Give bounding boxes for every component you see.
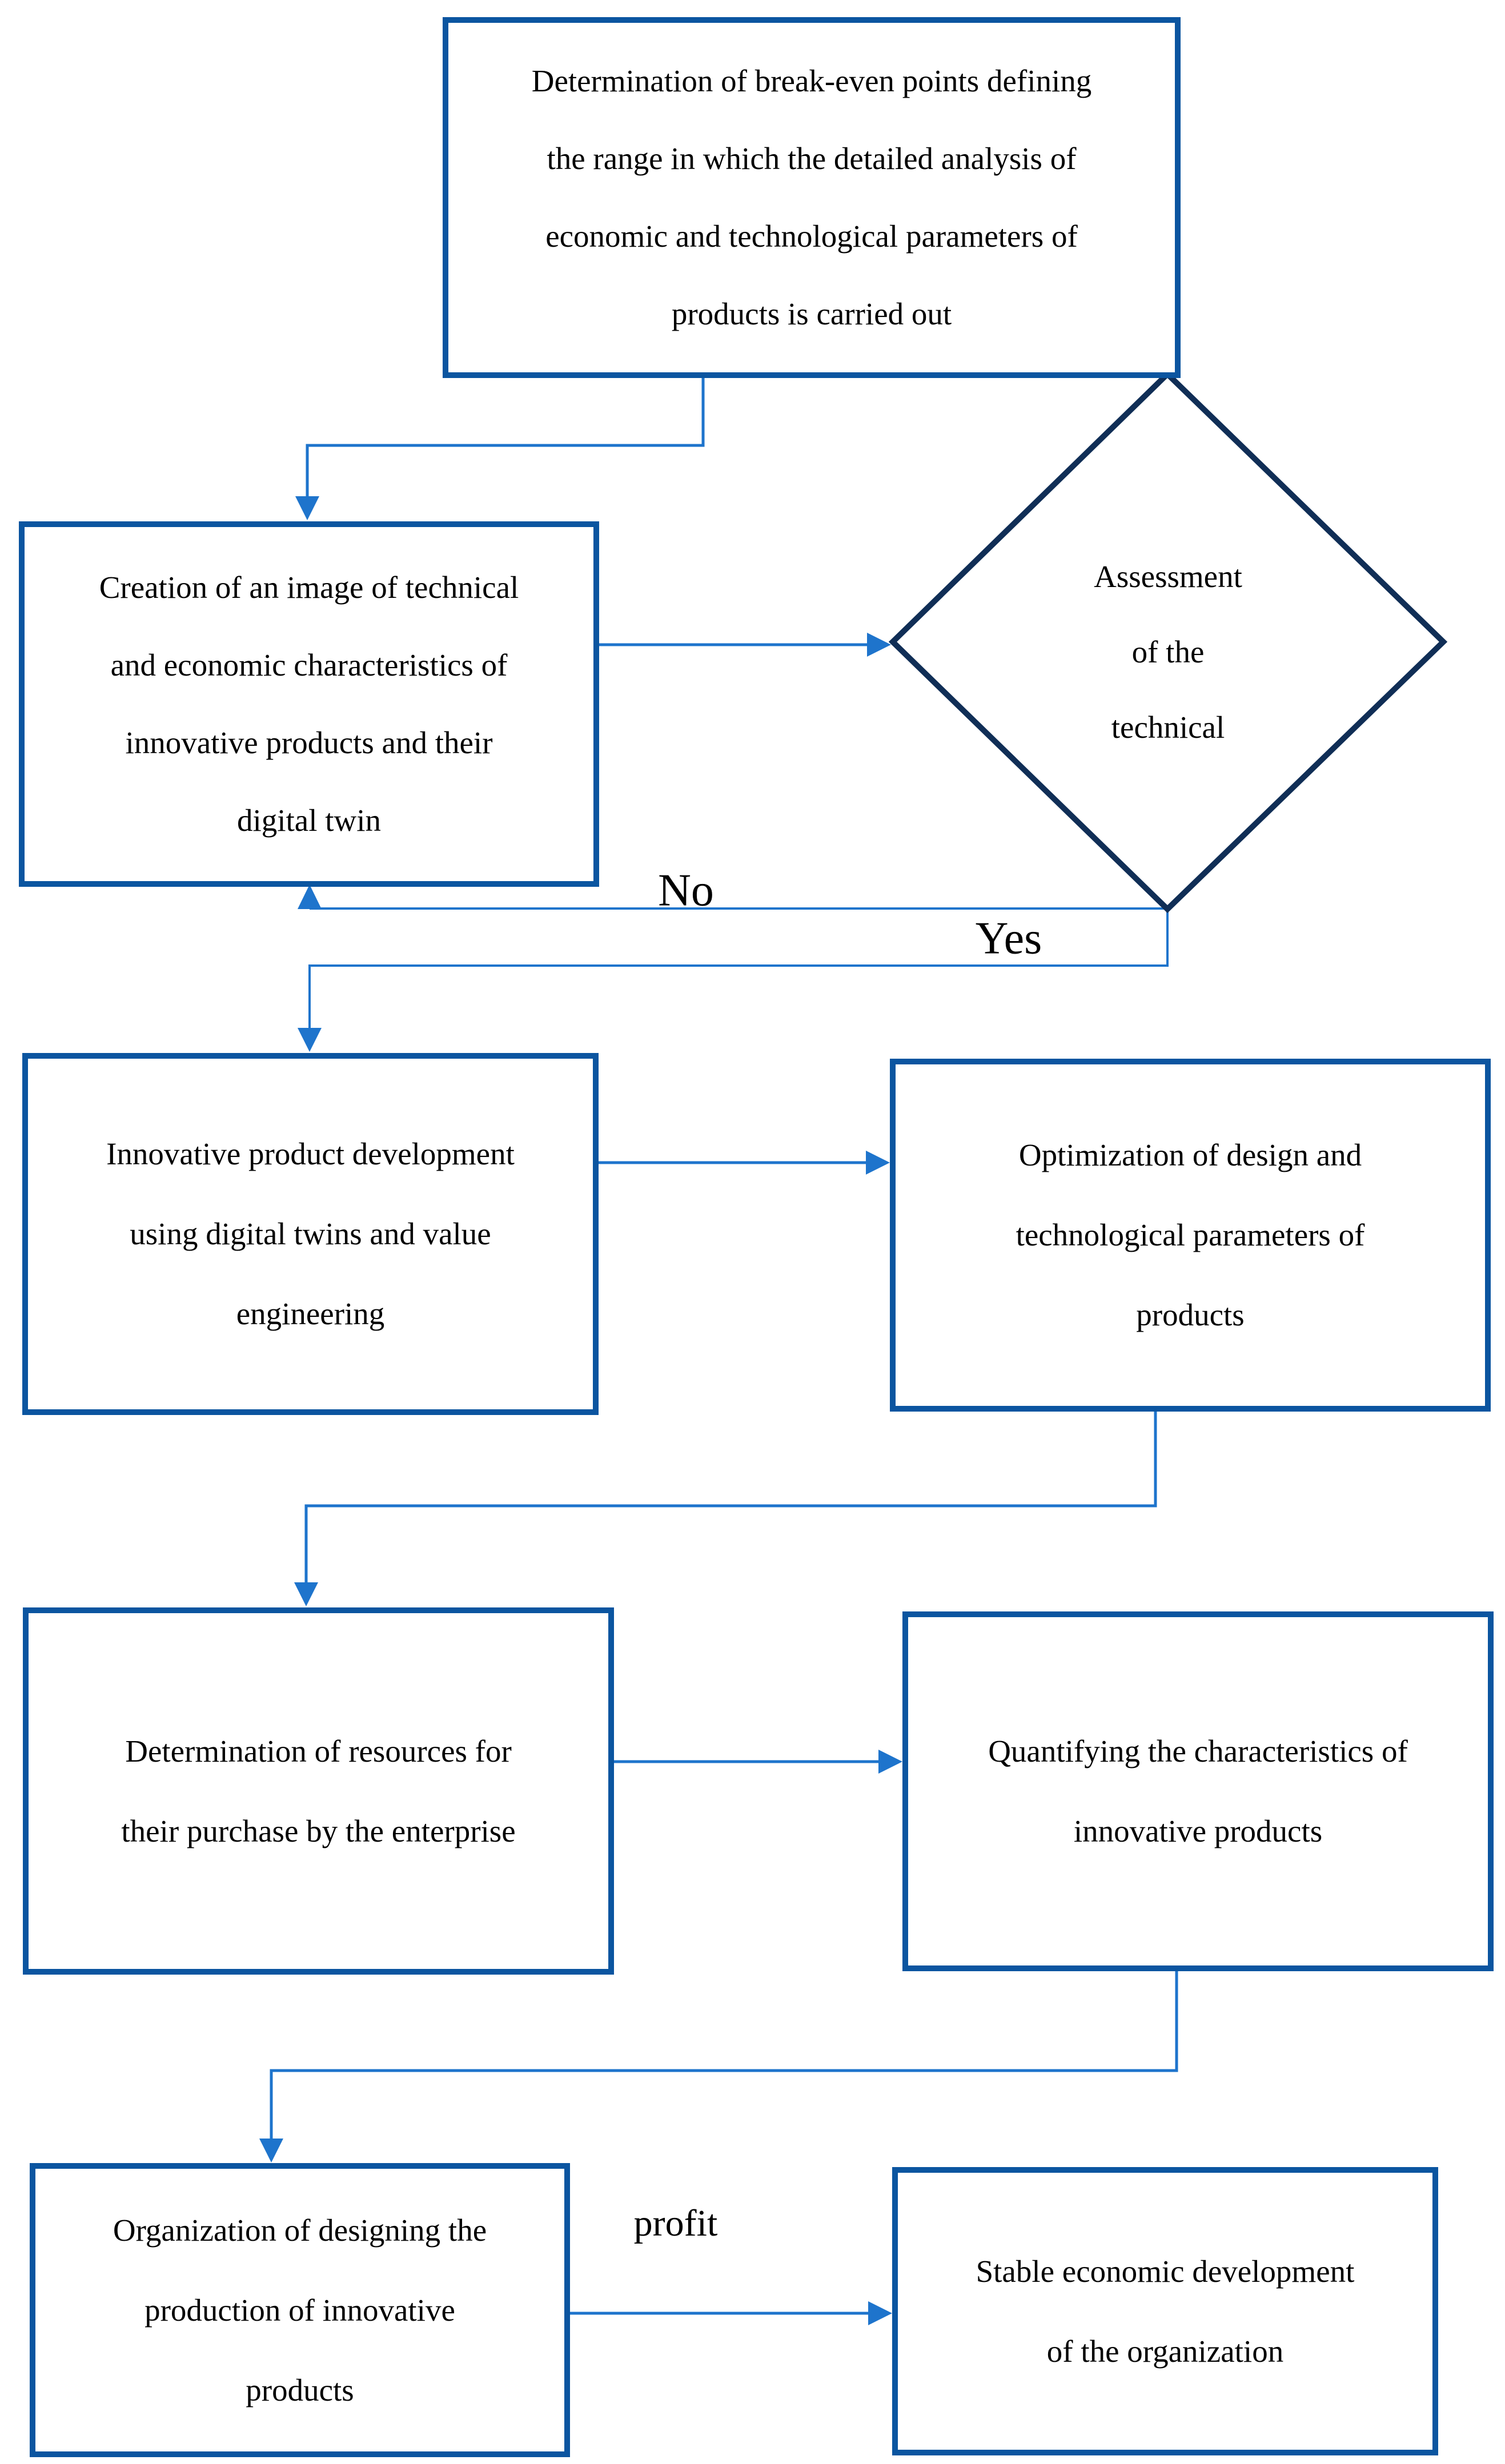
node-assessment-decision: Assessment of the technical bbox=[893, 374, 1443, 909]
node-quantifying-characteristics: Quantifying the characteristics of innov… bbox=[902, 1611, 1494, 1971]
decision-diamond-shape bbox=[888, 370, 1448, 913]
edge-box2-decision bbox=[599, 633, 891, 657]
arrowhead-down-icon bbox=[294, 1582, 318, 1606]
edge-decision-yes-box3 bbox=[298, 909, 1169, 1052]
node-line: of the organization bbox=[1046, 2333, 1284, 2369]
node-line: products bbox=[1136, 1297, 1245, 1332]
node-line: engineering bbox=[236, 1296, 385, 1331]
node-line: Determination of resources for bbox=[125, 1733, 512, 1768]
node-product-development: Innovative product development using dig… bbox=[22, 1053, 599, 1415]
arrowhead-up-icon bbox=[298, 885, 322, 909]
node-production-organization: Organization of designing the production… bbox=[30, 2163, 570, 2457]
node-break-even-points: Determination of break-even points defin… bbox=[443, 17, 1181, 378]
node-line: using digital twins and value bbox=[130, 1216, 491, 1251]
node-line: the range in which the detailed analysis… bbox=[547, 141, 1077, 176]
node-resources-determination: Determination of resources for their pur… bbox=[23, 1607, 614, 1975]
arrowhead-right-icon bbox=[868, 2301, 892, 2325]
edge-box1-box2 bbox=[295, 378, 705, 520]
node-line: and economic characteristics of bbox=[110, 648, 508, 682]
node-line: Assessment bbox=[1094, 558, 1242, 594]
node-line: technological parameters of bbox=[1016, 1217, 1365, 1252]
node-line: Stable economic development bbox=[976, 2253, 1355, 2289]
edge-box3-box4 bbox=[599, 1151, 890, 1175]
node-line: digital twin bbox=[236, 803, 382, 838]
node-line: economic and technological parameters of bbox=[545, 219, 1078, 254]
node-line: technical bbox=[1111, 709, 1225, 745]
node-line: products is carried out bbox=[671, 296, 952, 331]
node-line: of the bbox=[1131, 634, 1205, 669]
edge-box6-box7 bbox=[259, 1971, 1178, 2162]
edge-decision-no-box2 bbox=[298, 885, 1167, 910]
arrowhead-right-icon bbox=[878, 1750, 902, 1774]
node-line: production of innovative bbox=[145, 2292, 455, 2328]
arrowhead-right-icon bbox=[866, 1151, 890, 1175]
edge-box5-box6 bbox=[614, 1750, 902, 1774]
edge-box4-box5 bbox=[294, 1412, 1157, 1606]
node-image-creation: Creation of an image of technical and ec… bbox=[19, 521, 599, 887]
node-line: Organization of designing the bbox=[113, 2212, 487, 2248]
edge-label-no: No bbox=[658, 865, 714, 916]
node-line: Optimization of design and bbox=[1018, 1137, 1362, 1172]
edge-label-yes: Yes bbox=[975, 913, 1042, 964]
node-line: Creation of an image of technical bbox=[99, 570, 519, 605]
edge-label-profit: profit bbox=[633, 2202, 718, 2244]
node-line: innovative products bbox=[1073, 1814, 1323, 1848]
arrowhead-down-icon bbox=[259, 2139, 283, 2162]
node-line: Innovative product development bbox=[106, 1136, 515, 1171]
node-line: Quantifying the characteristics of bbox=[988, 1734, 1408, 1768]
node-line: innovative products and their bbox=[125, 725, 493, 760]
node-line: their purchase by the enterprise bbox=[121, 1813, 516, 1848]
arrowhead-down-icon bbox=[298, 1028, 322, 1052]
node-optimization: Optimization of design and technological… bbox=[890, 1059, 1491, 1412]
arrowhead-right-icon bbox=[867, 633, 891, 657]
edge-box7-box8 bbox=[570, 2301, 892, 2325]
arrowhead-down-icon bbox=[295, 496, 319, 520]
node-stable-development: Stable economic development of the organ… bbox=[892, 2167, 1438, 2455]
node-line: Determination of break-even points defin… bbox=[531, 63, 1092, 98]
node-line: products bbox=[246, 2372, 354, 2407]
